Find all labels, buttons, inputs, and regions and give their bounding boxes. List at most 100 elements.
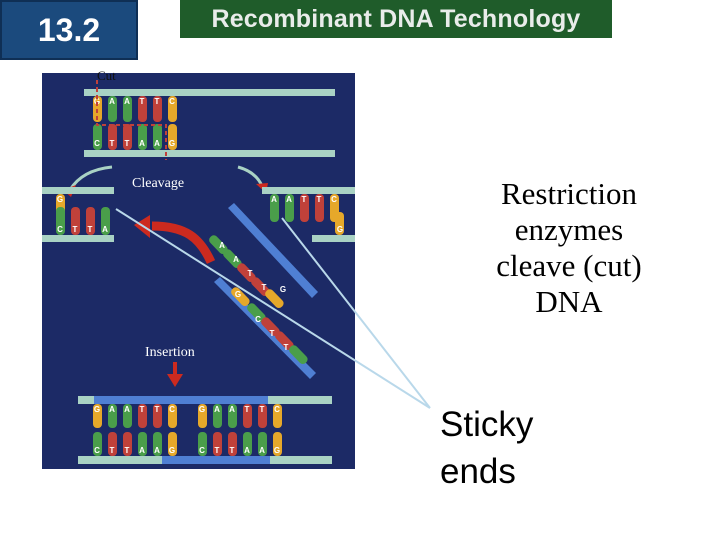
base-bar xyxy=(71,207,80,235)
backbone-top-right xyxy=(268,396,332,404)
insertion-arrow-shaft xyxy=(173,362,177,376)
base-letter: A xyxy=(124,97,130,106)
base-letter: G xyxy=(280,285,286,294)
base-bar xyxy=(258,404,267,428)
base-letter: T xyxy=(302,195,307,204)
base-bar xyxy=(108,404,117,428)
base-bar xyxy=(243,432,252,456)
insertion-arrowhead xyxy=(167,374,183,387)
base-letter: T xyxy=(110,446,115,455)
base-bar xyxy=(270,194,279,222)
base-bar xyxy=(138,432,147,456)
base-letter: T xyxy=(317,195,322,204)
base-letter: G xyxy=(169,139,175,148)
base-letter: C xyxy=(199,446,205,455)
base-letter: A xyxy=(109,97,115,106)
base-bar xyxy=(153,404,162,428)
cut-label: Cut xyxy=(97,68,116,83)
base-bar xyxy=(153,96,162,122)
base-bar xyxy=(237,263,256,283)
base-letter: A xyxy=(154,446,160,455)
pointer-line xyxy=(115,208,431,409)
base-letter: G xyxy=(337,225,343,234)
base-bar xyxy=(56,207,65,235)
base-letter: A xyxy=(102,225,108,234)
base-bar xyxy=(285,194,294,222)
base-bar xyxy=(153,124,162,150)
base-letter: C xyxy=(255,315,261,324)
base-letter: A xyxy=(219,241,225,250)
base-letter: A xyxy=(229,405,235,414)
base-letter: T xyxy=(245,405,250,414)
caption-line: DNA xyxy=(535,284,603,319)
base-bar xyxy=(198,432,207,456)
intact-dna-fragment: G A A T T C C T T A A G Cut xyxy=(84,68,335,160)
base-letter: A xyxy=(233,255,239,264)
base-letter: C xyxy=(94,446,100,455)
base-bar xyxy=(123,404,132,428)
callout-line: Sticky xyxy=(440,405,534,444)
base-bar xyxy=(108,124,117,150)
bottom-bases: C T T A A G xyxy=(93,124,177,150)
base-letter: C xyxy=(57,225,63,234)
left-cut-fragment: G C T T A xyxy=(42,187,114,242)
base-letter: G xyxy=(94,97,100,106)
base-letter: G xyxy=(169,446,175,455)
base-letter: T xyxy=(260,405,265,414)
base-bar xyxy=(123,432,132,456)
base-letter: A xyxy=(109,405,115,414)
callout-line: ends xyxy=(440,452,516,491)
base-bar xyxy=(213,404,222,428)
base-bar xyxy=(209,235,228,255)
base-bar xyxy=(123,96,132,122)
base-bar xyxy=(300,194,309,222)
backbone-diagonal-outer xyxy=(228,203,318,298)
base-bar xyxy=(108,432,117,456)
base-letter: T xyxy=(88,225,93,234)
base-bar xyxy=(108,96,117,122)
base-bar xyxy=(228,404,237,428)
base-bar xyxy=(243,404,252,428)
base-bar xyxy=(138,96,147,122)
base-bar xyxy=(275,331,294,351)
base-letter: C xyxy=(274,405,280,414)
base-bar xyxy=(213,432,222,456)
base-bar xyxy=(138,124,147,150)
recombinant-top-bases: G A A T T C G A A T T C xyxy=(93,404,282,428)
base-letter: T xyxy=(215,446,220,455)
base-letter: G xyxy=(235,290,241,299)
base-bar xyxy=(223,249,242,269)
base-letter: G xyxy=(57,195,63,204)
base-letter: T xyxy=(262,283,267,292)
insertion-label: Insertion xyxy=(145,345,195,360)
backbone-bottom xyxy=(42,235,114,242)
backbone-top xyxy=(42,187,114,194)
base-letter: A xyxy=(286,195,292,204)
restriction-enzymes-caption: Restriction enzymes cleave (cut) DNA xyxy=(462,176,676,320)
base-bar xyxy=(123,124,132,150)
base-bar xyxy=(228,432,237,456)
backbone-top xyxy=(262,187,355,194)
base-letter: T xyxy=(140,405,145,414)
pointer-line xyxy=(281,217,431,409)
base-bar xyxy=(273,432,282,456)
base-bar xyxy=(93,404,102,428)
backbone-bottom-left xyxy=(78,456,162,464)
base-bar xyxy=(93,432,102,456)
caption-line: Restriction xyxy=(500,176,638,211)
top-bases: G A A T T C xyxy=(93,96,177,122)
base-letter: T xyxy=(125,446,130,455)
base-letter: C xyxy=(331,195,337,204)
base-bar xyxy=(289,345,308,365)
base-letter: G xyxy=(274,446,280,455)
recombinant-bottom-bases: C T T A A G C T T A A G xyxy=(93,432,282,456)
base-letter: G xyxy=(94,405,100,414)
insertion-curved-arrow xyxy=(151,221,216,264)
base-bar xyxy=(273,404,282,428)
backbone-diagonal-inner xyxy=(214,277,316,379)
base-letter: A xyxy=(139,139,145,148)
base-bar xyxy=(247,303,266,323)
base-letter: T xyxy=(284,343,289,352)
base-letter: T xyxy=(110,139,115,148)
